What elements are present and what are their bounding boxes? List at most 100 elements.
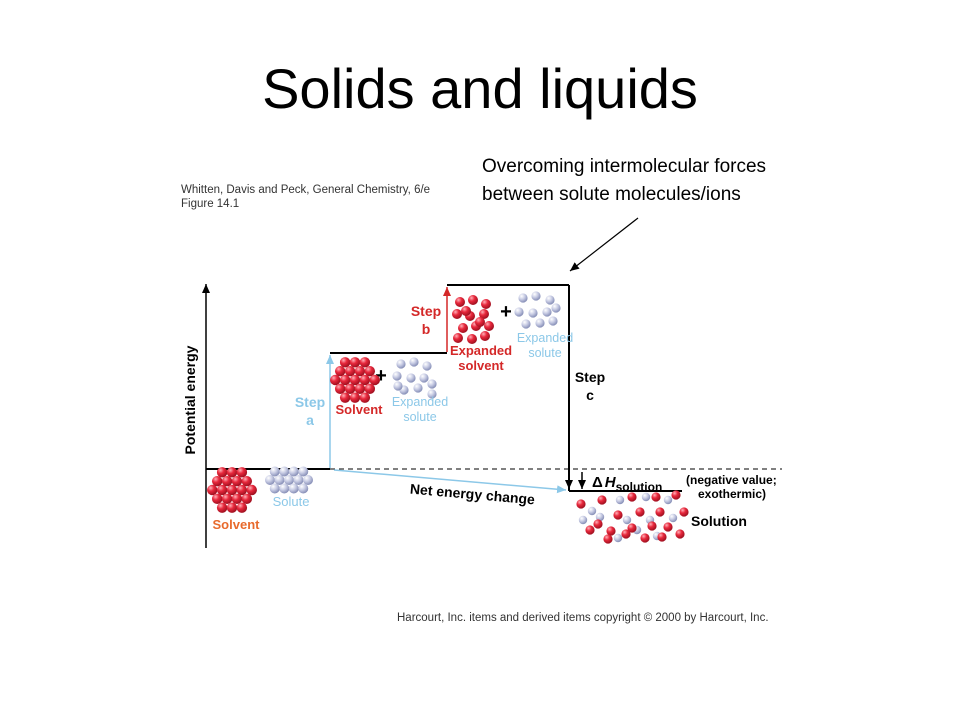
solute-particle: [288, 466, 299, 477]
plus-sign-lower: +: [375, 365, 387, 387]
step-a-label-line2: a: [306, 412, 314, 428]
solute-particle: [293, 475, 304, 485]
solvent-particle: [236, 467, 248, 478]
solute-particle: [396, 359, 406, 369]
solvent-particle: [216, 502, 228, 513]
solute-particle: [521, 319, 531, 329]
solvent-particle: [359, 357, 371, 368]
solvent-particle: [221, 493, 233, 505]
figure-copyright: Harcourt, Inc. items and derived items c…: [397, 612, 769, 624]
solvent-particle: [216, 484, 228, 496]
solvent-particle: [455, 297, 465, 307]
solvent-particle: [675, 529, 685, 539]
callout-text: Overcoming intermolecular forces between…: [482, 153, 766, 209]
step-c-label-line1: Step: [575, 369, 605, 385]
solute-particle: [641, 492, 651, 502]
solvent-particle: [241, 475, 253, 487]
solute-particle: [535, 318, 545, 328]
solute-particle: [613, 533, 623, 543]
solvent-particle: [207, 484, 218, 496]
net-energy-arrow: [333, 469, 567, 494]
delta-h-h: H: [605, 474, 617, 491]
solvent-particle: [226, 484, 238, 496]
solute-particle: [587, 506, 597, 516]
solvent-particle: [339, 357, 351, 368]
solute-particle: [528, 308, 538, 318]
expanded-solute-label-step-a-line2: solute: [403, 410, 436, 424]
solvent-particle: [349, 374, 361, 386]
solute-particle: [518, 293, 528, 303]
solvent-label-start: Solvent: [213, 517, 261, 532]
solvent-particle: [621, 529, 631, 539]
solvent-particle: [364, 365, 376, 377]
solvent-particle: [651, 492, 661, 502]
solute-particle: [548, 316, 558, 326]
solute-particle: [279, 483, 290, 494]
solute-particle: [542, 307, 552, 317]
solvent-particle: [640, 533, 650, 543]
solvent-particle: [211, 493, 223, 505]
solute-particle: [514, 307, 524, 317]
solvent-particle: [635, 507, 645, 517]
solvent-particle: [349, 357, 361, 368]
solute-particle: [265, 475, 275, 485]
plus-sign-upper: +: [500, 301, 512, 323]
solute-particle: [392, 371, 402, 381]
solvent-particle: [479, 309, 489, 319]
solvent-particle: [330, 374, 341, 386]
solute-cluster-start: [265, 466, 313, 494]
solute-particle: [663, 495, 673, 505]
solvent-particle: [344, 365, 356, 377]
step-b-label-line1: Step: [411, 303, 441, 319]
solute-particle: [303, 475, 313, 485]
y-axis-label: Potential energy: [182, 345, 198, 454]
solvent-particle: [354, 365, 366, 377]
solvent-particle: [334, 383, 346, 395]
solvent-particle: [647, 521, 657, 531]
solvent-particle: [627, 492, 637, 502]
solvent-particle: [231, 475, 243, 487]
solute-particle: [409, 357, 419, 367]
solvent-particle: [236, 484, 248, 496]
solvent-particle: [671, 490, 681, 500]
solvent-particle: [216, 467, 228, 478]
figure-source: Whitten, Davis and Peck, General Chemist…: [181, 183, 430, 211]
step-c-label-line2: c: [586, 387, 594, 403]
solvent-particle: [468, 295, 478, 305]
solute-particle: [298, 483, 309, 494]
solvent-particle: [679, 507, 689, 517]
solvent-particle: [585, 525, 595, 535]
solvent-particle: [359, 392, 371, 403]
expanded-solute-cluster-step-a: [392, 357, 437, 399]
solute-particle: [274, 475, 285, 485]
solvent-particle: [467, 334, 477, 344]
solvent-particle: [359, 374, 371, 386]
solvent-particle: [369, 374, 380, 386]
slide-title: Solids and liquids: [262, 57, 698, 120]
expanded-solute-cluster-step-b: [514, 291, 561, 329]
solute-particle: [427, 379, 437, 389]
solvent-particle: [597, 495, 607, 505]
callout-line-2: between solute molecules/ions: [482, 184, 741, 205]
solute-particle: [284, 475, 294, 485]
solvent-particle: [461, 306, 471, 316]
solvent-label-step-a: Solvent: [336, 402, 384, 417]
solvent-particle: [354, 383, 366, 395]
solute-particle: [427, 389, 437, 399]
solute-particle: [393, 381, 403, 391]
step-b-label-line2: b: [422, 321, 431, 337]
solvent-particle: [221, 475, 233, 487]
solvent-particle: [458, 323, 468, 333]
solvent-particle: [231, 493, 243, 505]
solute-particle: [551, 303, 561, 313]
solvent-particle: [364, 383, 376, 395]
solute-particle: [279, 466, 290, 477]
solvent-cluster-step-a: [330, 357, 380, 403]
solvent-particle: [613, 510, 623, 520]
solvent-particle: [453, 333, 463, 343]
solvent-particle: [603, 534, 613, 544]
figure-source-line-1: Whitten, Davis and Peck, General Chemist…: [181, 184, 431, 196]
solvent-cluster-start: [207, 467, 257, 513]
solvent-particle: [452, 309, 462, 319]
